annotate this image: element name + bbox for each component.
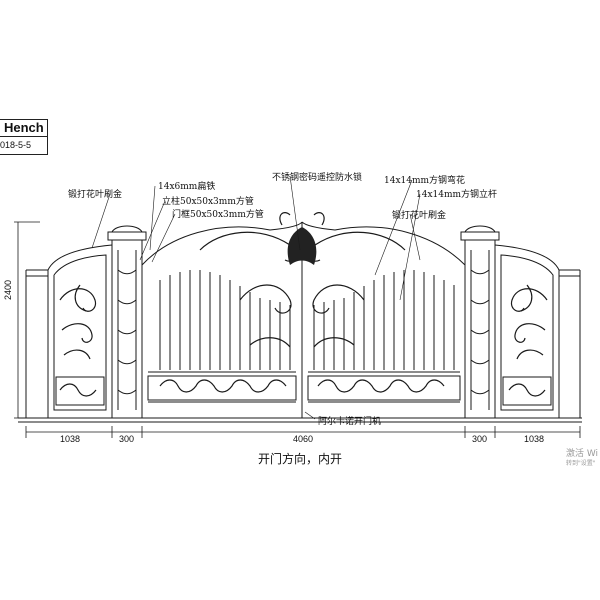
gate-scrolls (159, 212, 445, 393)
opening-direction-caption: 开门方向，内开 (257, 452, 342, 466)
left-panel-scrolls (59, 284, 97, 397)
watermark-activate: 激活 Wi (566, 449, 599, 459)
annotation-pillar-tube: 立柱50x50x3mm方管 (162, 197, 254, 207)
dimension-gate: 4060 (293, 434, 314, 444)
watermark-settings: 转到"设置" (566, 460, 596, 467)
dimension-height: 2400 (3, 279, 13, 300)
gate-crest (287, 227, 317, 265)
title-block-name: Hench (0, 120, 47, 137)
right-pillar (460, 225, 500, 419)
annotation-lock: 不锈钢密码遥控防水锁 (272, 173, 363, 183)
annotation-frame-tube: 门框50x50x3mm方管 (172, 210, 264, 220)
annotation-leaf-gilding-right: 锻打花叶刷金 (392, 211, 447, 221)
right-side-panel (494, 244, 581, 418)
main-gate (141, 221, 466, 418)
annotation-gate-opener: 阿尔卡诺开门机 (318, 417, 382, 427)
right-panel-scrolls (508, 284, 548, 397)
annotation-leaf-gilding-left: 锻打花叶刷金 (68, 190, 123, 200)
dimension-right-pillar: 300 (472, 434, 488, 444)
annotation-steel-bars: 14x14mm方钢立杆 (416, 190, 498, 200)
left-pillar (107, 225, 147, 419)
annotation-flat-iron: 14x6mm扁铁 (158, 182, 216, 192)
left-side-panel (25, 244, 113, 418)
dimension-right-panel: 1038 (524, 434, 545, 444)
leader-lines (91, 175, 421, 420)
title-block-date: 018-5-5 (0, 140, 32, 150)
title-block: Hench 018-5-5 (0, 119, 48, 155)
height-dimension-line (14, 221, 40, 419)
dimension-left-panel: 1038 (60, 434, 81, 444)
annotation-bent-steel: 14x14mm方钢弯花 (384, 176, 466, 186)
gate-vertical-bars (159, 270, 455, 370)
dimension-left-pillar: 300 (119, 434, 135, 444)
width-dimension-line (25, 426, 581, 438)
